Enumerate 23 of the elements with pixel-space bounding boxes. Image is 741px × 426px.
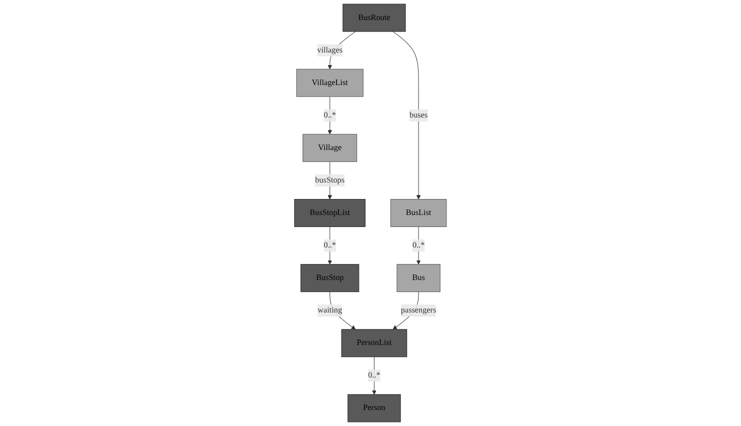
arrow <box>328 96 332 134</box>
arrow <box>328 226 332 265</box>
edge-label: 0..* <box>324 110 336 120</box>
edge-label: 0..* <box>412 240 425 250</box>
node-box: PersonList <box>341 329 408 358</box>
arrow <box>416 226 421 265</box>
arrow <box>372 356 376 395</box>
node-box: Village <box>302 134 358 162</box>
edge-label: 0..* <box>324 240 336 250</box>
node-box: BusRoute <box>342 4 406 32</box>
node-box: VillageList <box>296 68 364 97</box>
node-box: BusStopList <box>294 199 366 227</box>
edge-label: buses <box>410 110 428 120</box>
edge-label: busStops <box>315 176 345 185</box>
node-box: Bus <box>396 264 440 292</box>
node-box: Person <box>348 394 401 422</box>
edge-label: 0..* <box>368 371 380 380</box>
node-box: BusList <box>390 199 447 227</box>
arrow <box>392 31 421 200</box>
edge-label: waiting <box>318 306 342 315</box>
node-box: BusStop <box>300 264 360 292</box>
edge-label: passengers <box>400 306 436 315</box>
edge-label: villages <box>317 46 343 54</box>
